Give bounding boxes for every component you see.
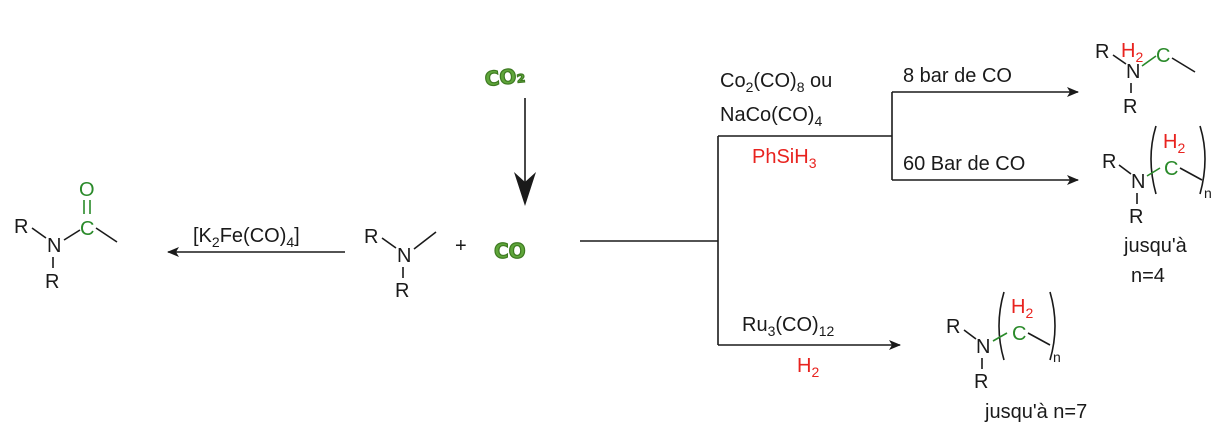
bond bbox=[992, 332, 1008, 342]
amide-product: R N R C O bbox=[14, 179, 118, 293]
product-top-n: N bbox=[1126, 61, 1140, 83]
amine-r-top: R bbox=[364, 226, 378, 248]
co-catalyst-line1: Co2(CO)8 ou bbox=[720, 70, 832, 95]
bond bbox=[1171, 57, 1196, 73]
amide-r-bottom: R bbox=[45, 271, 59, 293]
fe-reagent-label: [K2Fe(CO)4] bbox=[193, 225, 300, 250]
h2-reagent: H2 bbox=[797, 355, 819, 380]
amide-carbon: C bbox=[80, 218, 94, 240]
bond bbox=[963, 329, 977, 340]
co2-to-co-arrowhead bbox=[514, 172, 536, 206]
product-top-r-top: R bbox=[1095, 41, 1109, 63]
product-bottom-note: jusqu'à n=7 bbox=[984, 401, 1087, 423]
product-bottom-r-bottom: R bbox=[974, 371, 988, 393]
product-mid-r-bottom: R bbox=[1129, 206, 1143, 228]
co-grass-logo: CO bbox=[494, 239, 526, 263]
condition-60bar: 60 Bar de CO bbox=[903, 153, 1025, 175]
bond bbox=[95, 227, 118, 243]
bond bbox=[381, 237, 397, 249]
bond bbox=[1118, 164, 1132, 175]
bracket-left bbox=[1150, 125, 1157, 195]
product-bottom-n-sub: n bbox=[1053, 349, 1061, 365]
co-catalyst-line2: NaCo(CO)4 bbox=[720, 104, 822, 129]
bond bbox=[413, 231, 437, 250]
bond bbox=[1179, 167, 1203, 181]
amide-oxygen: O bbox=[79, 179, 95, 201]
condition-8bar: 8 bar de CO bbox=[903, 65, 1012, 87]
co2-grass-logo: CO₂ bbox=[483, 63, 526, 91]
bond bbox=[1112, 54, 1127, 65]
silane-reagent: PhSiH3 bbox=[752, 146, 817, 171]
product-mid-note2: n=4 bbox=[1131, 265, 1165, 287]
bond bbox=[1146, 167, 1161, 177]
product-bottom-carbon: C bbox=[1012, 323, 1026, 345]
amine-n: N bbox=[397, 245, 411, 267]
product-mid-note1: jusqu'à bbox=[1123, 235, 1188, 257]
product-top-h: H2 bbox=[1121, 40, 1143, 65]
product-bottom-h: H2 bbox=[1011, 296, 1033, 321]
amide-r-top: R bbox=[14, 216, 28, 238]
product-mid-n-sub: n bbox=[1204, 185, 1212, 201]
product-mid-carbon: C bbox=[1164, 158, 1178, 180]
ru-catalyst: Ru3(CO)12 bbox=[742, 314, 834, 339]
product-bottom: R N R H2 C n jusqu'à n=7 bbox=[946, 291, 1087, 423]
bracket-right bbox=[1049, 291, 1056, 361]
product-mid-r-top: R bbox=[1102, 151, 1116, 173]
amide-n: N bbox=[47, 235, 61, 257]
product-bottom-r-top: R bbox=[946, 316, 960, 338]
product-top: H2 R N R C bbox=[1095, 40, 1196, 118]
bracket-left bbox=[998, 291, 1005, 361]
bond bbox=[1027, 332, 1051, 346]
bond bbox=[63, 229, 81, 241]
product-top-r-bottom: R bbox=[1123, 96, 1137, 118]
bond bbox=[31, 227, 47, 239]
bracket-right bbox=[1199, 125, 1206, 195]
amine-r-bottom: R bbox=[395, 280, 409, 302]
product-mid: R N R H2 C n jusqu'à n=4 bbox=[1102, 125, 1212, 287]
product-mid-h: H2 bbox=[1163, 131, 1185, 156]
product-top-carbon: C bbox=[1156, 45, 1170, 67]
product-bottom-n: N bbox=[976, 336, 990, 358]
bond bbox=[1141, 55, 1157, 67]
plus-sign: + bbox=[455, 235, 467, 257]
amine-substrate: R N R bbox=[364, 226, 437, 302]
product-mid-n: N bbox=[1131, 171, 1145, 193]
